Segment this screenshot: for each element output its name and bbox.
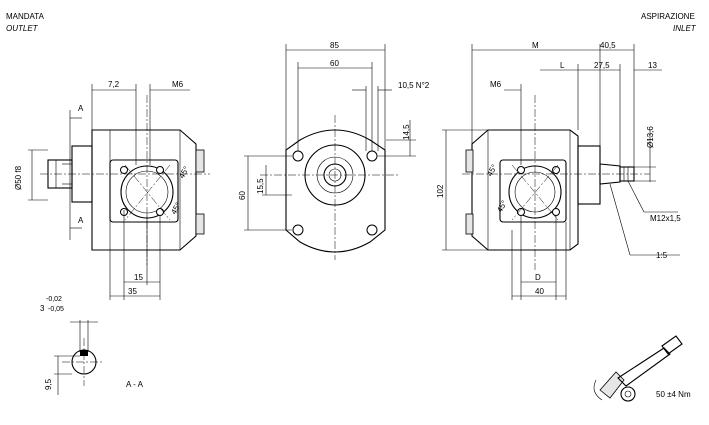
dim-d: D: [535, 273, 541, 282]
right-side-view: [442, 44, 680, 300]
dim-9-5: 9,5: [44, 378, 53, 390]
dim-40-5: 40,5: [600, 41, 616, 50]
inlet-en-label: INLET: [673, 24, 696, 33]
thread-m12: M12x1,5: [650, 214, 681, 223]
outlet-en-label: OUTLET: [6, 24, 38, 33]
dim-15: 15: [134, 273, 143, 282]
dim-60-v: 60: [238, 191, 247, 200]
torque-wrench-icon: [593, 335, 683, 402]
dim-40: 40: [535, 287, 544, 296]
dim-102: 102: [436, 184, 445, 198]
dim-85: 85: [330, 41, 339, 50]
dim-14-5: 14,5: [402, 124, 411, 140]
dim-27-5: 27,5: [594, 61, 610, 70]
dim-10-5: 10,5 N°2: [398, 81, 430, 90]
tol-lower: -0,05: [48, 306, 64, 313]
left-side-view: [28, 84, 210, 300]
dim-7-2: 7,2: [108, 80, 120, 89]
dim-l: L: [560, 61, 565, 70]
dim-m: M: [532, 41, 539, 50]
inlet-label: ASPIRAZIONE: [641, 12, 695, 21]
dim-m6-left: M6: [172, 80, 184, 89]
dim-15-5: 15,5: [256, 178, 265, 194]
section-detail: [54, 320, 104, 395]
section-mark-bottom: A: [78, 216, 84, 225]
tol-upper: -0,02: [46, 296, 62, 303]
dim-m6-right: M6: [490, 80, 502, 89]
section-mark-top: A: [78, 104, 84, 113]
torque-label: 50 ±4 Nm: [656, 390, 691, 399]
dim-60-h: 60: [330, 59, 339, 68]
outlet-label: MANDATA: [6, 12, 44, 21]
taper-1-5: 1:5: [656, 251, 668, 260]
dim-phi-50: Ø50 f8: [14, 165, 23, 190]
dim-phi-13-6: Ø13,6: [646, 126, 655, 148]
section-label: A - A: [126, 380, 143, 389]
dim-35: 35: [128, 287, 137, 296]
front-view: [244, 44, 416, 260]
dim-13: 13: [648, 61, 657, 70]
key-width: 3: [40, 304, 45, 313]
